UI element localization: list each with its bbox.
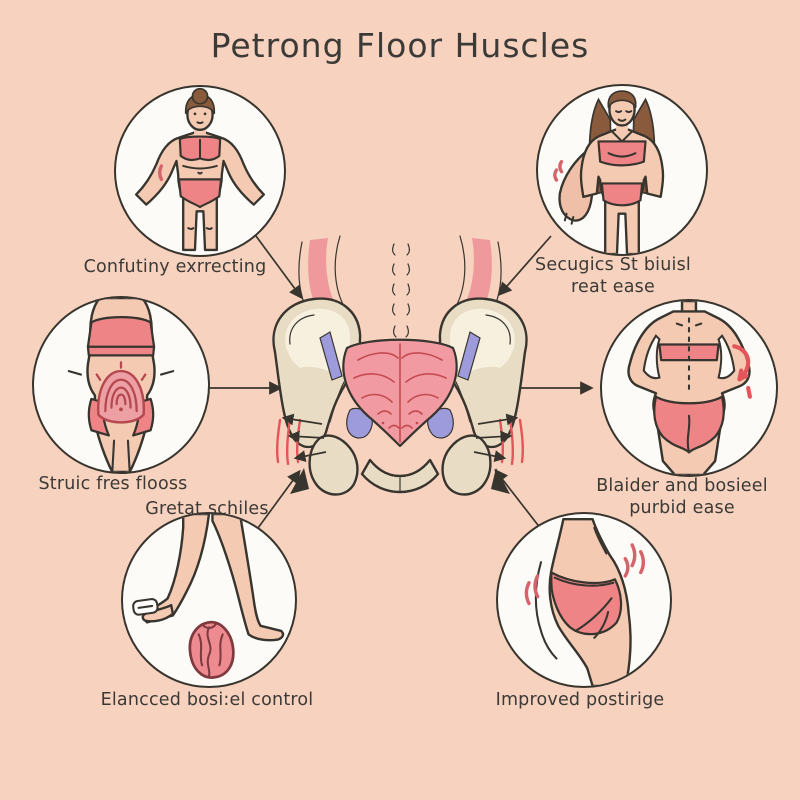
circle-top-right <box>536 84 708 256</box>
circle-mid-right <box>600 299 778 477</box>
psoas-muscle-band <box>308 238 336 316</box>
lower-abdomen-highlight-illustration <box>67 298 175 472</box>
caption-top-right: Secugics St biuisl reat ease <box>535 255 691 297</box>
caption-bottom-left: Elancced bosi:el control <box>100 690 314 710</box>
caption-mid-right: Blaider and bosieel purbid ease <box>596 476 768 518</box>
outward-arrow <box>287 430 325 443</box>
pelvis-left-half <box>272 235 373 496</box>
walking-legs-organ-illustration <box>132 514 285 679</box>
caption-mid-left: Struic fres flooss <box>38 474 188 494</box>
circle-top-left <box>114 85 286 257</box>
bold-arrowhead <box>290 468 309 494</box>
body-outline-curve <box>334 235 347 311</box>
label-gretat-schiles: Gretat schiles <box>145 499 269 519</box>
ligament-sliver <box>319 331 343 381</box>
iliac-ridge-line <box>329 381 345 423</box>
outward-arrow <box>293 450 327 462</box>
circle-bottom-left <box>121 512 297 688</box>
back-view-hands-on-hips-illustration <box>627 301 752 475</box>
muscle-striations <box>353 343 447 443</box>
ischium-bone <box>308 434 359 496</box>
circle-bottom-right <box>496 512 672 688</box>
spine-dotted-line <box>392 243 410 338</box>
caption-bottom-right: Improved postirige <box>495 690 665 710</box>
tension-hatch <box>275 418 282 464</box>
outward-arrow <box>281 413 323 426</box>
pubic-arch-bone <box>360 458 440 494</box>
iliac-inner-contour <box>289 314 315 345</box>
hips-side-view-illustration <box>524 517 646 686</box>
circle-mid-left <box>32 296 210 474</box>
woman-long-hair-front-illustration <box>553 90 665 254</box>
page-title: Petrong Floor Huscles <box>210 26 590 65</box>
woman-standing-front-illustration <box>134 87 266 252</box>
caption-top-left: Confutiny exrrecting <box>83 257 267 277</box>
pelvis-anatomy-illustration <box>272 232 550 510</box>
